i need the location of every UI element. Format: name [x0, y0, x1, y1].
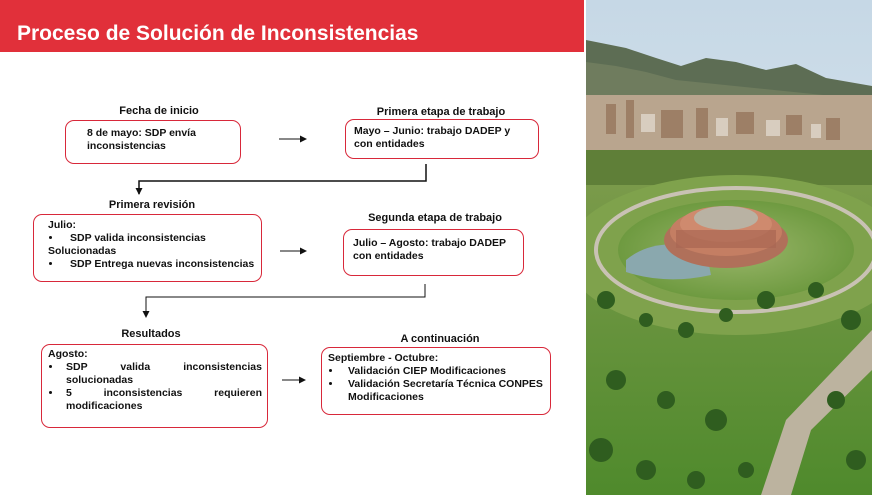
box-continuacion: Septiembre - Octubre: Validación CIEP Mo…	[321, 347, 551, 415]
box-fecha-inicio: 8 de mayo: SDP envía inconsistencias	[65, 120, 241, 164]
header-primera-etapa: Primera etapa de trabajo	[376, 106, 506, 118]
continuacion-bullet-1: Validación CIEP Modificaciones	[342, 365, 545, 378]
header-primera-revision: Primera revisión	[108, 199, 196, 211]
continuacion-bullet-2: Validación Secretaría Técnica CONPES Mod…	[342, 378, 545, 404]
box-primera-revision: Julio: SDP valida inconsistencias Soluci…	[33, 214, 262, 282]
page-title: Proceso de Solución de Inconsistencias	[17, 22, 419, 45]
resultados-list: SDP valida inconsistencias solucionadas …	[48, 361, 262, 413]
header-resultados: Resultados	[121, 328, 181, 340]
resultados-bullet-2: 5 inconsistencias requieren modificacion…	[62, 387, 262, 413]
fecha-inicio-text: 8 de mayo: SDP envía inconsistencias	[87, 127, 196, 152]
primera-revision-bullet-1: SDP valida inconsistencias Solucionadas	[48, 232, 256, 258]
aerial-park-photo	[586, 0, 872, 495]
resultados-bullet-1: SDP valida inconsistencias solucionadas	[62, 361, 262, 387]
primera-revision-bullet-2: SDP Entrega nuevas inconsistencias	[62, 258, 256, 271]
primera-etapa-text: Mayo – Junio: trabajo DADEP y con entida…	[354, 125, 511, 150]
continuacion-list: Validación CIEP Modificaciones Validació…	[328, 365, 545, 404]
primera-revision-lead: Julio:	[48, 219, 76, 231]
connector-row2-to-row3	[142, 284, 426, 318]
header-continuacion: A continuación	[400, 333, 480, 345]
resultados-lead: Agosto:	[48, 348, 88, 360]
title-bar: Proceso de Solución de Inconsistencias	[0, 0, 584, 52]
box-resultados: Agosto: SDP valida inconsistencias soluc…	[41, 344, 268, 428]
segunda-etapa-text: Julio – Agosto: trabajo DADEP con entida…	[353, 237, 506, 262]
box-segunda-etapa: Julio – Agosto: trabajo DADEP con entida…	[343, 229, 524, 276]
primera-revision-list: SDP valida inconsistencias Solucionadas …	[48, 232, 256, 271]
box-primera-etapa: Mayo – Junio: trabajo DADEP y con entida…	[345, 119, 539, 159]
header-segunda-etapa: Segunda etapa de trabajo	[368, 212, 502, 224]
connector-row1-to-row2	[135, 164, 427, 195]
header-fecha-inicio: Fecha de inicio	[119, 105, 199, 117]
continuacion-lead: Septiembre - Octubre:	[328, 352, 439, 364]
